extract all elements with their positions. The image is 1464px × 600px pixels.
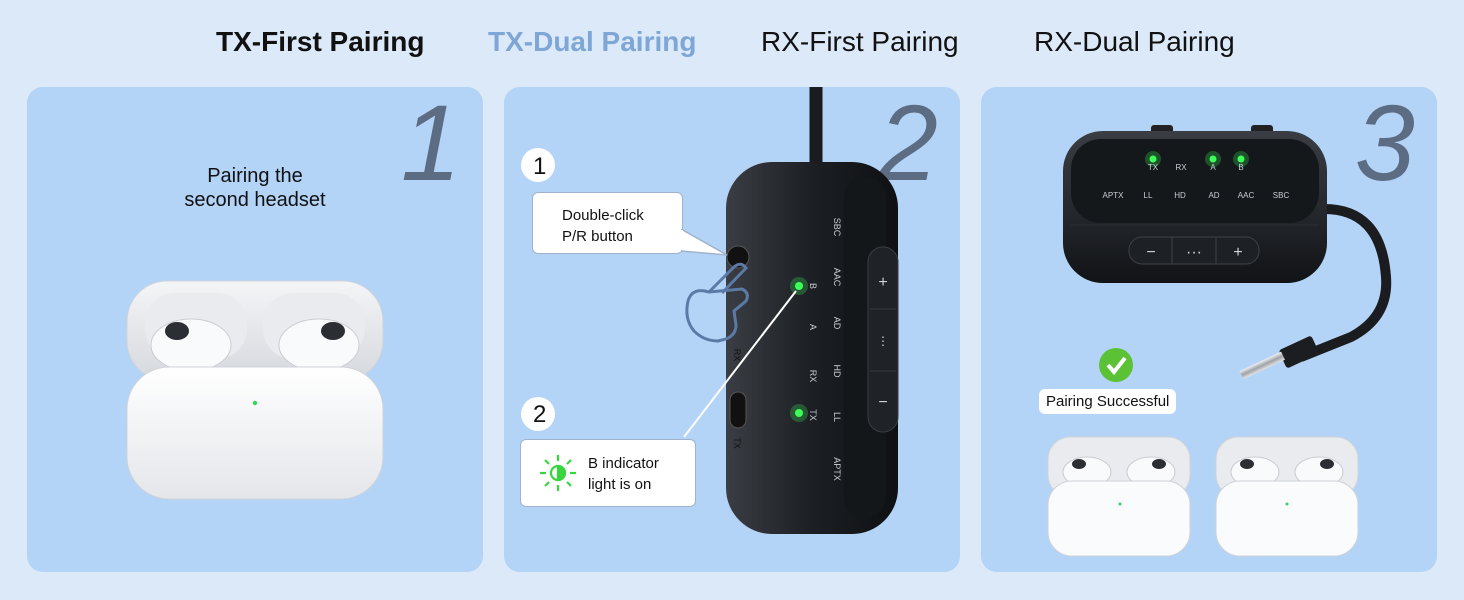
step-circle-icon bbox=[521, 397, 555, 431]
step-panel-1: 1 Pairing the second headset bbox=[27, 87, 483, 572]
tab-rx-dual-pairing[interactable]: RX-Dual Pairing bbox=[1034, 26, 1235, 57]
airpods-case-icon bbox=[1047, 436, 1191, 557]
callout-text: B indicator bbox=[588, 455, 659, 472]
step-number: 2 bbox=[877, 87, 938, 203]
tx-switch-label: TX bbox=[732, 437, 742, 449]
minus-button[interactable]: − bbox=[878, 394, 887, 411]
step-panel-3: 3 − ··· + TX RX A B APTX LL HD AD AAC SBC bbox=[981, 87, 1437, 572]
tab-rx-first-pairing[interactable]: RX-First Pairing bbox=[761, 26, 959, 57]
menu-button[interactable]: ··· bbox=[1186, 244, 1202, 261]
indicator-label-b: B bbox=[808, 283, 818, 289]
step-number: 3 bbox=[1354, 87, 1415, 203]
indicator-label-rx: RX bbox=[808, 370, 818, 383]
codec-label-aac: AAC bbox=[832, 268, 842, 287]
codec-label-ad: AD bbox=[1208, 191, 1219, 200]
pairing-success-badge: Pairing Successful bbox=[1039, 389, 1177, 414]
tab-tx-first-pairing[interactable]: TX-First Pairing bbox=[216, 26, 425, 57]
callout-number: 1 bbox=[533, 153, 547, 180]
step-panel-2: 2 + ⋮ − B A RX TX SBC AAC AD HD LL APTX RX TX bbox=[504, 87, 960, 572]
pairing-mode-tabs: TX-First Pairing TX-Dual Pairing RX-Firs… bbox=[0, 26, 1464, 66]
callout-text: P/R button bbox=[562, 228, 633, 245]
step-caption: Pairing the second headset bbox=[147, 164, 363, 212]
minus-button[interactable]: − bbox=[1146, 244, 1155, 261]
plus-button[interactable]: + bbox=[878, 274, 887, 291]
codec-label-sbc: SBC bbox=[1273, 191, 1290, 200]
callout-number: 2 bbox=[533, 401, 547, 428]
codec-label-sbc: SBC bbox=[832, 218, 842, 237]
codec-label-aac: AAC bbox=[1238, 191, 1255, 200]
airpods-case-icon bbox=[1215, 436, 1359, 557]
plus-button[interactable]: + bbox=[1233, 244, 1242, 261]
indicator-label-tx: TX bbox=[1148, 163, 1159, 172]
light-on-icon bbox=[540, 455, 576, 491]
hand-pointer-icon bbox=[685, 262, 749, 343]
step-circle-icon bbox=[521, 148, 555, 182]
callout-text: Double-click bbox=[562, 207, 644, 224]
codec-label-hd: HD bbox=[1174, 191, 1186, 200]
airpods-case-icon bbox=[126, 280, 384, 500]
rx-switch-label: RX bbox=[732, 349, 742, 362]
tab-tx-dual-pairing[interactable]: TX-Dual Pairing bbox=[488, 26, 697, 57]
codec-label-aptx: APTX bbox=[832, 457, 842, 481]
indicator-label-rx: RX bbox=[1175, 163, 1187, 172]
caption-line: Pairing the bbox=[207, 165, 303, 187]
codec-label-hd: HD bbox=[832, 365, 842, 378]
receiver-device: − ··· + TX RX A B APTX LL HD AD AAC SBC bbox=[1047, 125, 1392, 557]
audio-jack bbox=[1239, 351, 1285, 380]
menu-button[interactable]: ⋮ bbox=[877, 334, 889, 348]
tx-led bbox=[795, 409, 803, 417]
indicator-label-tx: TX bbox=[808, 409, 818, 421]
transmitter-device: + ⋮ − B A RX TX SBC AAC AD HD LL APTX RX TX bbox=[683, 87, 899, 534]
codec-label-aptx: APTX bbox=[1103, 191, 1125, 200]
callout-double-click: Double-click P/R button bbox=[532, 192, 683, 254]
codec-label-ll: LL bbox=[832, 412, 842, 422]
b-led bbox=[795, 282, 803, 290]
indicator-label-b: B bbox=[1238, 163, 1243, 172]
check-circle-icon bbox=[1099, 348, 1133, 382]
codec-label-ad: AD bbox=[832, 317, 842, 330]
indicator-label-a: A bbox=[808, 324, 818, 330]
indicator-label-a: A bbox=[1210, 163, 1216, 172]
callout-text: light is on bbox=[588, 476, 652, 493]
caption-line: second headset bbox=[184, 189, 326, 211]
callout-tail bbox=[681, 229, 728, 256]
codec-label-ll: LL bbox=[1144, 191, 1153, 200]
step-number: 1 bbox=[400, 87, 461, 203]
callout-indicator: B indicator light is on bbox=[520, 439, 696, 507]
